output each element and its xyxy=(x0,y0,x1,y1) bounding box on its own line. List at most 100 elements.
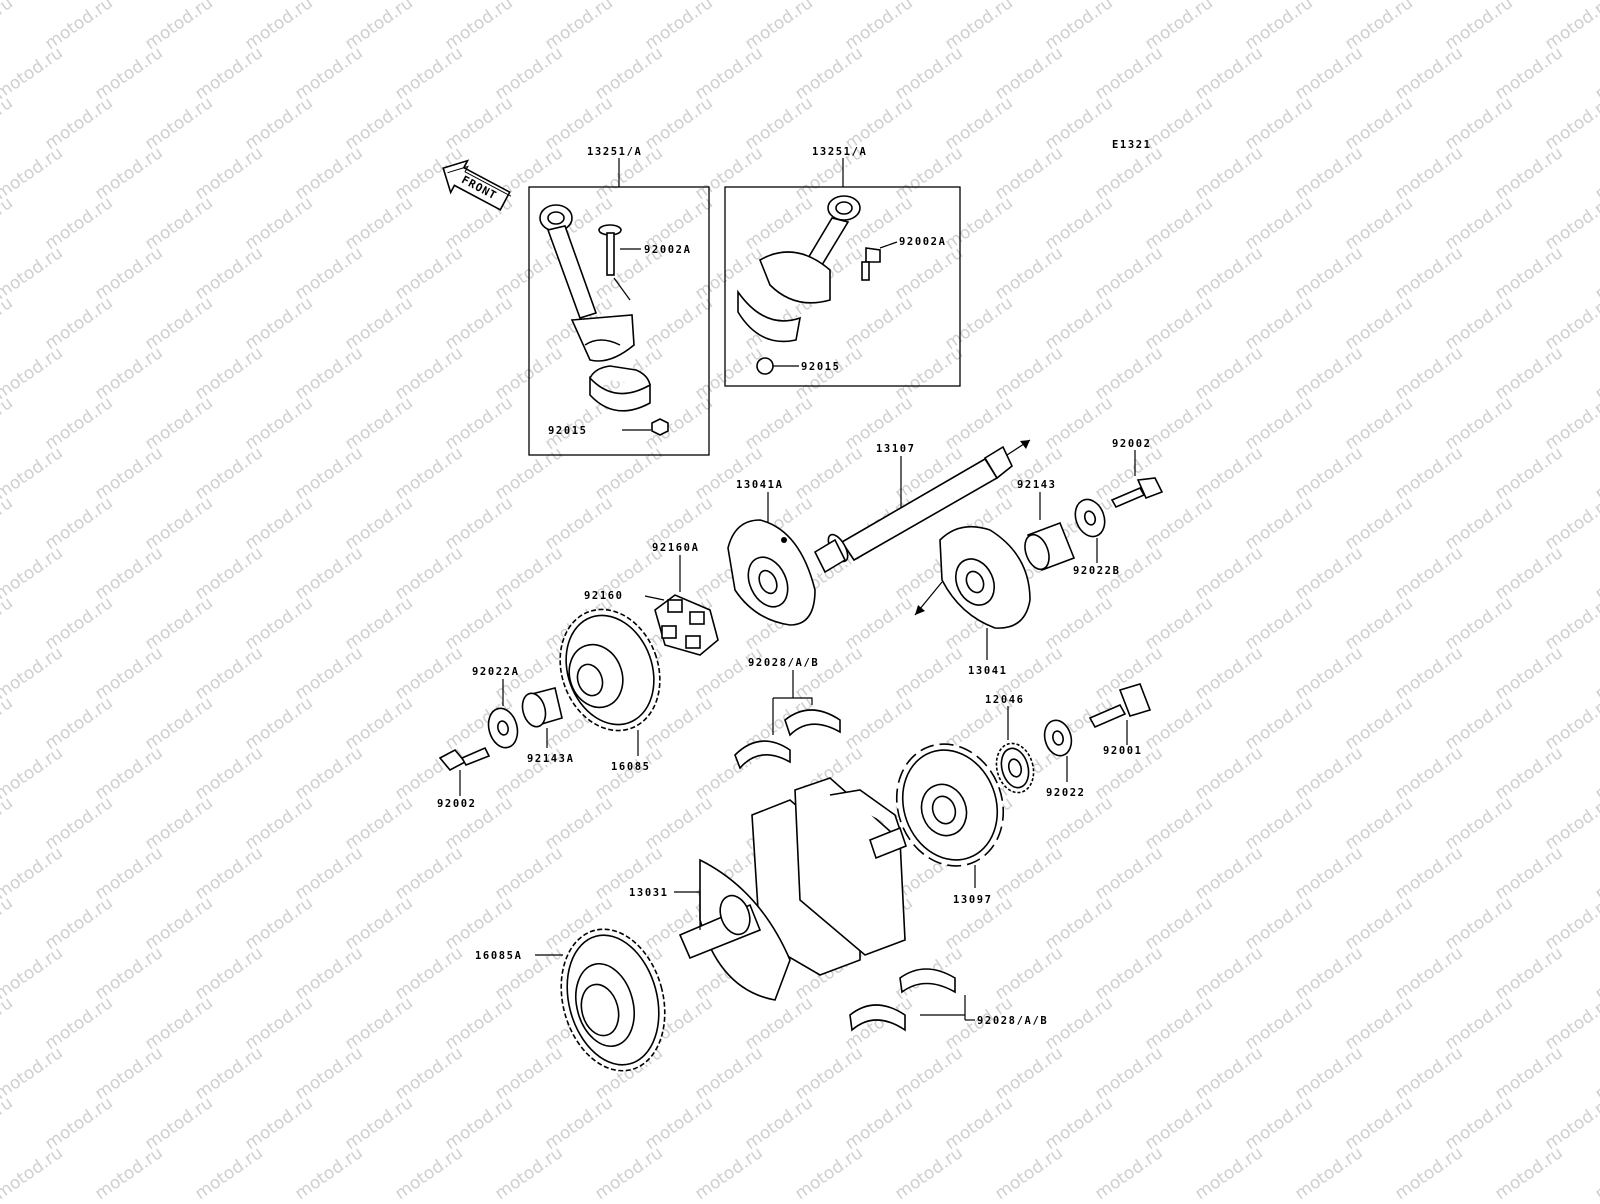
label-rotor: 13097 xyxy=(953,894,993,906)
label-collar-a: 92143A xyxy=(527,753,575,765)
watermark-text: motod.ru xyxy=(291,1143,366,1200)
watermark-text: motod.ru xyxy=(0,243,67,304)
watermark-text: motod.ru xyxy=(1541,593,1600,654)
watermark-text: motod.ru xyxy=(1541,93,1600,154)
crankshaft-icon xyxy=(678,777,907,1001)
bearing-lower-icon xyxy=(849,968,966,1032)
label-bolt-left-lower: 92002 xyxy=(437,798,477,810)
watermark-text: motod.ru xyxy=(0,493,17,554)
label-crankshaft: 13031 xyxy=(629,887,669,899)
label-weight-a: 13041A xyxy=(736,479,784,491)
watermark-text: motod.ru xyxy=(891,1143,966,1200)
label-nut-left: 92015 xyxy=(548,425,588,437)
watermark-text: motod.ru xyxy=(0,393,17,454)
watermark-text: motod.ru xyxy=(0,193,17,254)
watermark-text: motod.ru xyxy=(0,743,67,804)
watermark-text: motod.ru xyxy=(0,543,67,604)
watermark-text: motod.ru xyxy=(0,843,67,904)
bearing-upper-icon xyxy=(734,697,841,770)
washer-a-icon xyxy=(487,707,519,749)
watermark-text: motod.ru xyxy=(0,993,17,1054)
watermark-text: motod.ru xyxy=(0,443,67,504)
label-bolt-right: 92002A xyxy=(899,236,947,248)
watermark-text: motod.ru xyxy=(591,1143,666,1200)
bolt-right-icon xyxy=(861,241,898,281)
watermark-text: motod.ru xyxy=(1291,1143,1366,1200)
label-conrod-left: 13251/A xyxy=(587,146,642,158)
crank-gear-icon xyxy=(560,928,666,1072)
watermark-text: motod.ru xyxy=(0,943,67,1004)
label-washer-a: 92022A xyxy=(472,666,520,678)
label-weight-b: 13041 xyxy=(968,665,1008,677)
watermark-text: motod.ru xyxy=(1391,1143,1466,1200)
nut-left-icon xyxy=(622,418,669,436)
damper-icon xyxy=(654,594,719,656)
watermark-text: motod.ru xyxy=(1591,143,1600,204)
watermark-text: motod.ru xyxy=(1591,543,1600,604)
watermark-text: motod.ru xyxy=(0,593,17,654)
washer-b-icon xyxy=(1074,498,1106,538)
watermark-text: motod.ru xyxy=(1491,1143,1566,1200)
watermark-text: motod.ru xyxy=(791,1143,866,1200)
watermark-text: motod.ru xyxy=(0,693,17,754)
watermark-text: motod.ru xyxy=(1541,793,1600,854)
label-bolt-top-right: 92002 xyxy=(1112,438,1152,450)
watermark-text: motod.ru xyxy=(1591,343,1600,404)
watermark-text: motod.ru xyxy=(1591,243,1600,304)
balancer-gear-icon xyxy=(559,608,661,732)
rotor-icon xyxy=(895,743,1005,867)
nut-right-icon xyxy=(756,357,799,375)
watermark-text: motod.ru xyxy=(1541,1093,1600,1154)
bolt-left-icon xyxy=(598,224,641,276)
label-collar-right: 92143 xyxy=(1017,479,1057,491)
watermark-text: motod.ru xyxy=(1541,993,1600,1054)
watermark-text: motod.ru xyxy=(0,143,67,204)
label-bolt-92001: 92001 xyxy=(1103,745,1143,757)
watermark-text: motod.ru xyxy=(0,1043,67,1104)
watermark-text: motod.ru xyxy=(0,293,17,354)
watermark-text: motod.ru xyxy=(1591,943,1600,1004)
watermark-text: motod.ru xyxy=(0,1093,17,1154)
watermark-text: motod.ru xyxy=(0,893,17,954)
collar-right-icon xyxy=(1024,521,1076,572)
conrod-right-icon xyxy=(737,195,861,343)
watermark-text: motod.ru xyxy=(1591,843,1600,904)
watermark-text: motod.ru xyxy=(91,1143,166,1200)
watermark-text: motod.ru xyxy=(1541,693,1600,754)
watermark-text: motod.ru xyxy=(0,43,67,104)
watermark-text: motod.ru xyxy=(1541,193,1600,254)
label-washer-b: 92022B xyxy=(1073,565,1121,577)
watermark-text: motod.ru xyxy=(1591,43,1600,104)
bearing-cap-left-icon xyxy=(589,365,651,412)
diagram-code: E1321 xyxy=(1112,139,1152,151)
watermark-text: motod.ru xyxy=(1541,393,1600,454)
watermark-text: motod.ru xyxy=(0,793,17,854)
balancer-shaft-icon xyxy=(813,439,1031,574)
balancer-weight-b-icon xyxy=(914,525,1031,629)
watermark-text: motod.ru xyxy=(1591,443,1600,504)
label-sprocket-gear: 12046 xyxy=(985,694,1025,706)
washer-92022-icon xyxy=(1043,719,1073,757)
watermark-text: motod.ru xyxy=(1541,893,1600,954)
bolt-top-right-icon xyxy=(1110,477,1164,509)
watermark-text: motod.ru xyxy=(0,343,67,404)
conrod-right-group: 13251/A 92002A 92015 xyxy=(724,146,961,387)
bolt-left-lower-icon xyxy=(438,746,491,772)
balancer-weight-a-icon xyxy=(727,519,816,626)
watermark-text: motod.ru xyxy=(691,1143,766,1200)
label-bearing-upper: 92028/A/B xyxy=(748,657,819,669)
watermark-text: motod.ru xyxy=(1091,1143,1166,1200)
watermark-text: motod.ru xyxy=(1591,1143,1600,1200)
conrod-left-icon xyxy=(539,204,635,362)
watermark-text: motod.ru xyxy=(1191,1143,1266,1200)
label-washer-92022: 92022 xyxy=(1046,787,1086,799)
collar-a-icon xyxy=(521,687,563,728)
watermark-text: motod.ru xyxy=(1591,1043,1600,1104)
watermark-text: motod.ru xyxy=(0,643,67,704)
label-balancer-shaft: 13107 xyxy=(876,443,916,455)
sprocket-gear-icon xyxy=(995,742,1035,794)
watermark-text: motod.ru xyxy=(991,1143,1066,1200)
watermark-text: motod.ru xyxy=(1541,293,1600,354)
